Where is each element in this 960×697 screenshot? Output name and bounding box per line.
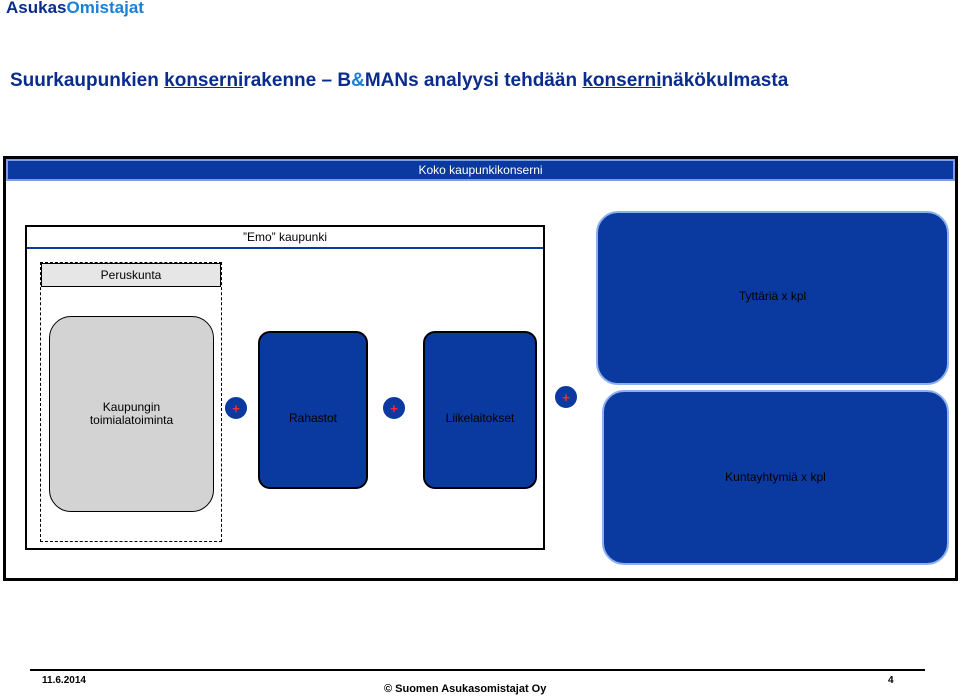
plus-sign: + [232, 400, 240, 416]
title-part: konserni [582, 70, 662, 91]
title-part: rakenne – B [243, 70, 352, 91]
footer-copyright: © Suomen Asukasomistajat Oy [384, 683, 547, 695]
kuntayhtymia-box: Kuntayhtymiä x kpl [602, 390, 949, 565]
plus-icon: + [382, 396, 406, 420]
rahastot-box: Rahastot [258, 331, 368, 489]
tyttaria-box: Tyttäriä x kpl [596, 211, 949, 385]
brand-logo: AsukasOmistajat [6, 0, 144, 18]
emo-label: ”Emo” kaupunki [242, 230, 328, 244]
title-part: konserni [164, 70, 244, 91]
footer-divider [30, 669, 925, 671]
footer-date: 11.6.2014 [42, 675, 86, 686]
konserni-frame [3, 156, 958, 581]
plus-icon: + [224, 396, 248, 420]
toimiala-label: Kaupungin toimialatoiminta [89, 400, 174, 427]
brand-part-2: Omistajat [66, 0, 144, 17]
plus-sign: + [390, 400, 398, 416]
toimialatoiminta-box: Kaupungin toimialatoiminta [49, 316, 214, 512]
kuntayhtymia-label: Kuntayhtymiä x kpl [725, 469, 826, 484]
liikelaitokset-box: Liikelaitokset [423, 331, 537, 489]
peruskunta-label: Peruskunta [100, 268, 162, 282]
peruskunta-bar: Peruskunta [41, 263, 221, 287]
tyttaria-label: Tyttäriä x kpl [738, 289, 807, 303]
title-part: & [351, 70, 365, 91]
emo-kaupunki-frame [25, 225, 545, 550]
title-part: MANs analyysi tehdään [364, 70, 583, 91]
peruskunta-frame [40, 262, 222, 542]
liikelaitokset-label: Liikelaitokset [445, 411, 515, 425]
title-part: näkökulmasta [661, 70, 789, 91]
rahastot-label: Rahastot [288, 411, 338, 425]
emo-kaupunki-bar: ”Emo” kaupunki [27, 227, 543, 249]
plus-icon: + [554, 385, 578, 409]
page-title: Suurkaupunkien konsernirakenne – B&MANs … [10, 70, 788, 92]
brand-part-1: Asukas [6, 0, 67, 17]
title-part: Suurkaupunkien [10, 70, 165, 91]
koko-label: Koko kaupunkikonserni [418, 163, 543, 177]
plus-sign: + [562, 389, 570, 405]
page-number: 4 [888, 675, 894, 686]
koko-kaupunkikonserni-bar: Koko kaupunkikonserni [6, 159, 955, 181]
